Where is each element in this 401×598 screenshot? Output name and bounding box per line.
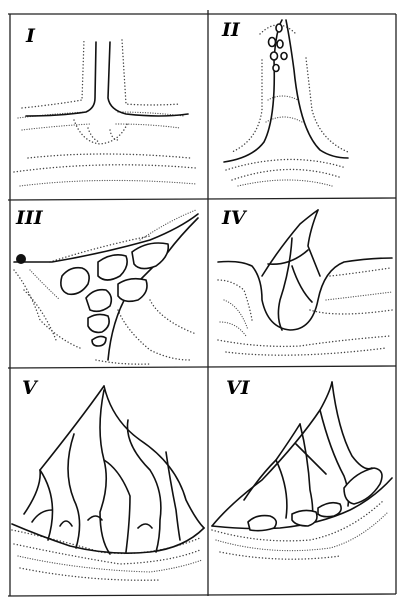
- panel-i-label: I: [25, 25, 36, 47]
- panel-iii-label: III: [15, 207, 44, 229]
- panel-ii-label: II: [221, 19, 241, 41]
- panel-i: I: [14, 25, 196, 186]
- panel-iv-label: IV: [221, 207, 248, 229]
- panel-v-label: V: [22, 377, 39, 399]
- panel-vi-label: VI: [226, 377, 251, 399]
- panel-iv: IV: [218, 207, 392, 355]
- panel-ii: II: [221, 19, 348, 186]
- panel-vi: VI: [212, 377, 392, 559]
- panel-v: V: [12, 377, 204, 580]
- panel-iii: III: [14, 207, 198, 364]
